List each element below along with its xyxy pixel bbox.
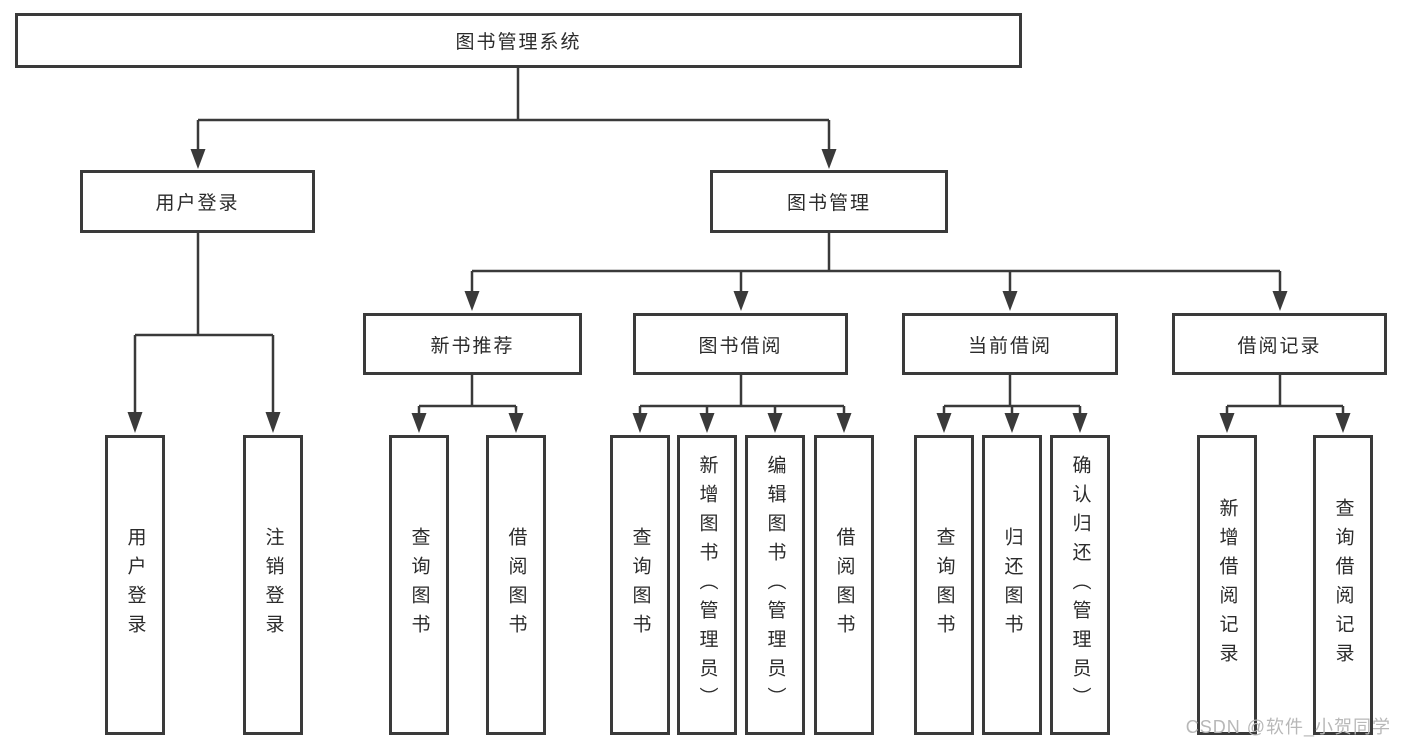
- arrowhead-icon: [821, 149, 837, 169]
- node-label: 查询图书: [408, 527, 430, 643]
- arrowhead-icon: [1072, 413, 1088, 433]
- leaf-borrow-books: 借阅图书: [814, 435, 874, 735]
- node-label: 归还图书: [1001, 527, 1023, 643]
- node-label: 用户登录: [155, 193, 240, 214]
- arrowhead-icon: [1002, 291, 1018, 311]
- arrowhead-icon: [190, 149, 206, 169]
- arrowhead-icon: [1335, 413, 1351, 433]
- node-label: 图书借阅: [698, 335, 783, 357]
- node-label: 新增借阅记录: [1216, 498, 1238, 672]
- node-user-login-branch: 用户登录: [80, 170, 315, 233]
- node-book-borrowing: 图书借阅: [633, 313, 848, 375]
- node-book-management-system: 图书管理系统: [15, 13, 1022, 68]
- node-label: 当前借阅: [967, 335, 1052, 357]
- node-label: 用户登录: [124, 527, 146, 643]
- leaf-logout: 注销登录: [243, 435, 303, 735]
- arrowhead-icon: [836, 413, 852, 433]
- node-book-management-branch: 图书管理: [710, 170, 948, 233]
- leaf-add-borrow-record: 新增借阅记录: [1197, 435, 1257, 735]
- node-label: 编辑图书（管理员）: [764, 454, 786, 716]
- arrowhead-icon: [699, 413, 715, 433]
- leaf-query-books-borrowing: 查询图书: [610, 435, 670, 735]
- arrowhead-icon: [936, 413, 952, 433]
- node-label: 图书管理: [786, 193, 871, 214]
- leaf-confirm-return-admin: 确认归还（管理员）: [1050, 435, 1110, 735]
- node-new-book-recommendation: 新书推荐: [363, 313, 582, 375]
- node-label: 借阅图书: [833, 527, 855, 643]
- arrowheads: [127, 149, 1351, 433]
- arrowhead-icon: [1219, 413, 1235, 433]
- leaf-query-books-recommend: 查询图书: [389, 435, 449, 735]
- arrowhead-icon: [265, 412, 281, 433]
- node-label: 借阅图书: [505, 527, 527, 643]
- node-label: 查询图书: [629, 527, 651, 643]
- node-label: 新增图书（管理员）: [696, 454, 718, 716]
- arrowhead-icon: [1004, 413, 1020, 433]
- node-borrowing-records: 借阅记录: [1172, 313, 1387, 375]
- leaf-borrow-books-recommend: 借阅图书: [486, 435, 546, 735]
- node-label: 确认归还（管理员）: [1069, 454, 1091, 716]
- leaf-user-login: 用户登录: [105, 435, 165, 735]
- arrowhead-icon: [508, 413, 524, 433]
- arrowhead-icon: [632, 413, 648, 433]
- leaf-edit-books-admin: 编辑图书（管理员）: [745, 435, 805, 735]
- connector-paths: [133, 68, 1345, 414]
- node-label: 图书管理系统: [455, 32, 582, 53]
- arrowhead-icon: [411, 413, 427, 433]
- arrowhead-icon: [464, 291, 480, 311]
- leaf-query-borrow-record: 查询借阅记录: [1313, 435, 1373, 735]
- leaf-query-books-current: 查询图书: [914, 435, 974, 735]
- arrowhead-icon: [1272, 291, 1288, 311]
- node-label: 查询借阅记录: [1332, 498, 1354, 672]
- leaf-return-books: 归还图书: [982, 435, 1042, 735]
- node-label: 借阅记录: [1237, 335, 1322, 357]
- node-label: 查询图书: [933, 527, 955, 643]
- leaf-add-books-admin: 新增图书（管理员）: [677, 435, 737, 735]
- csdn-watermark: CSDN @软件_小贺同学: [1185, 717, 1391, 737]
- node-current-borrowing: 当前借阅: [902, 313, 1118, 375]
- node-label: 注销登录: [262, 527, 284, 643]
- arrowhead-icon: [767, 413, 783, 433]
- arrowhead-icon: [733, 291, 749, 311]
- node-label: 新书推荐: [430, 335, 515, 357]
- arrowhead-icon: [127, 412, 143, 433]
